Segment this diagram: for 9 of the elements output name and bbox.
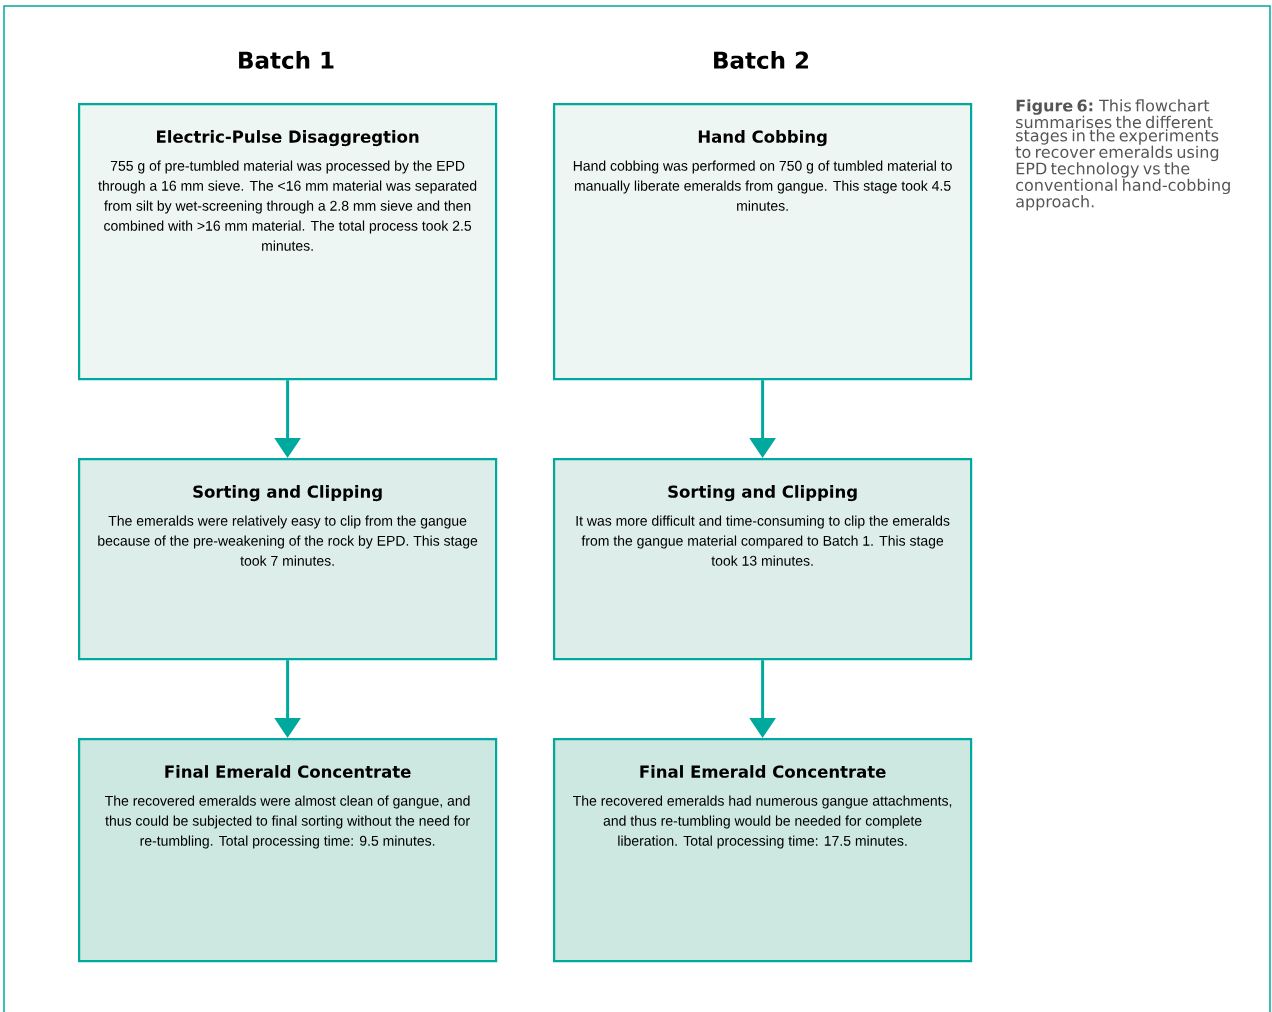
process-box: Final Emerald Concentrate The recovered emeralds were almost clean of gangue, and thus could be subjected to final sorting without the need for re-tumbling. Total processing time: 9.5 minutes. (78, 738, 498, 963)
process-box: Hand Cobbing Hand cobbing was performed on 750 g of tumbled material to manually liberate emeralds from gangue. This stage took 4.5 minutes. (553, 103, 973, 381)
process-box: Sorting and Clipping The emeralds were relatively easy to clip from the gangue because of the pre-weakening of the rock by EPD. This stage took 7 minutes. (78, 458, 498, 661)
column-heading: Batch 1 (239, 51, 334, 69)
process-box: Sorting and Clipping It was more difficult and time-consuming to clip the emeralds from the gangue material compared to Batch 1. This stage took 13 minutes. (553, 458, 973, 661)
process-box: Electric-Pulse Disaggregtion 755 g of pre-tumbled material was processed by the EPD through a 16 mm sieve. The <16 mm material was separated from silt by wet-screening through a 2.8 mm sieve and then combined with >16 mm material. The total process took 2.5 minutes. (78, 103, 498, 381)
column-heading: Batch 2 (714, 51, 809, 69)
process-box: Final Emerald Concentrate The recovered emeralds had numerous gangue attachments, and thus re-tumbling would be needed for complete liberation. Total processing time: 17.5 minutes. (553, 738, 973, 963)
figure-caption: Figure 6: This flowchart summarises the different stages in the experiments to recover emeralds using EPD technology vs the conventional hand-cobbing approach. (1015, 99, 1230, 211)
